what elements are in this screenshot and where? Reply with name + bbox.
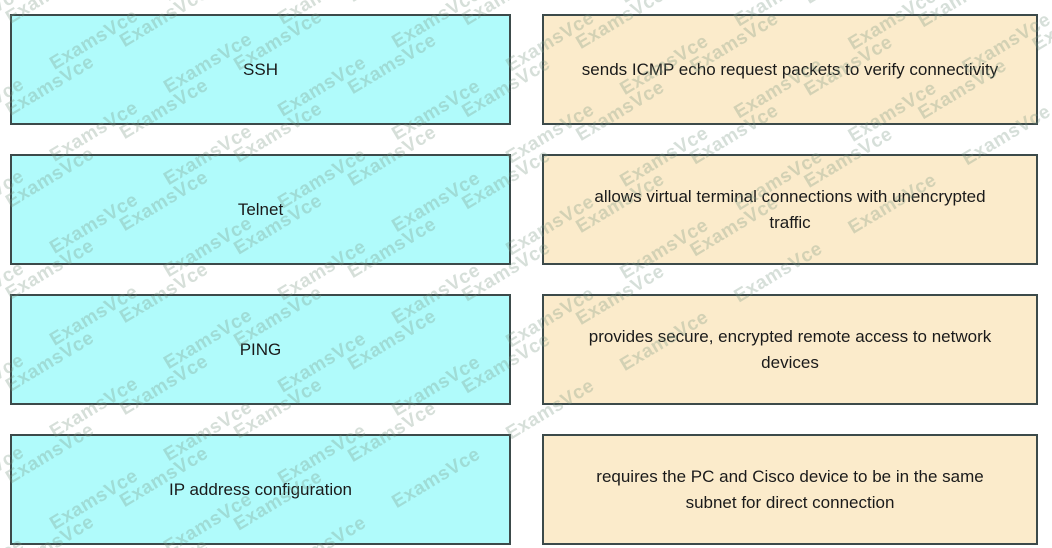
term-label: IP address configuration <box>168 479 353 499</box>
term-label: SSH <box>243 59 278 79</box>
term-box-3[interactable]: PING <box>10 294 511 405</box>
term-label: PING <box>239 339 282 359</box>
description-box-3[interactable]: provides secure, encrypted remote access… <box>542 294 1038 405</box>
match-row: Telnet allows virtual terminal connectio… <box>0 154 1052 265</box>
match-row: SSH sends ICMP echo request packets to v… <box>0 14 1052 125</box>
description-box-4[interactable]: requires the PC and Cisco device to be i… <box>542 434 1038 545</box>
match-row: PING provides secure, encrypted remote a… <box>0 294 1052 405</box>
term-box-2[interactable]: Telnet <box>10 154 511 265</box>
description-box-1[interactable]: sends ICMP echo request packets to verif… <box>542 14 1038 125</box>
term-label: Telnet <box>237 199 284 219</box>
term-box-1[interactable]: SSH <box>10 14 511 125</box>
match-row: IP address configuration requires the PC… <box>0 434 1052 545</box>
description-label: allows virtual terminal connections with… <box>594 186 986 232</box>
description-label: requires the PC and Cisco device to be i… <box>596 466 984 512</box>
description-box-2[interactable]: allows virtual terminal connections with… <box>542 154 1038 265</box>
term-box-4[interactable]: IP address configuration <box>10 434 511 545</box>
description-label: provides secure, encrypted remote access… <box>588 326 992 372</box>
description-label: sends ICMP echo request packets to verif… <box>581 59 999 79</box>
